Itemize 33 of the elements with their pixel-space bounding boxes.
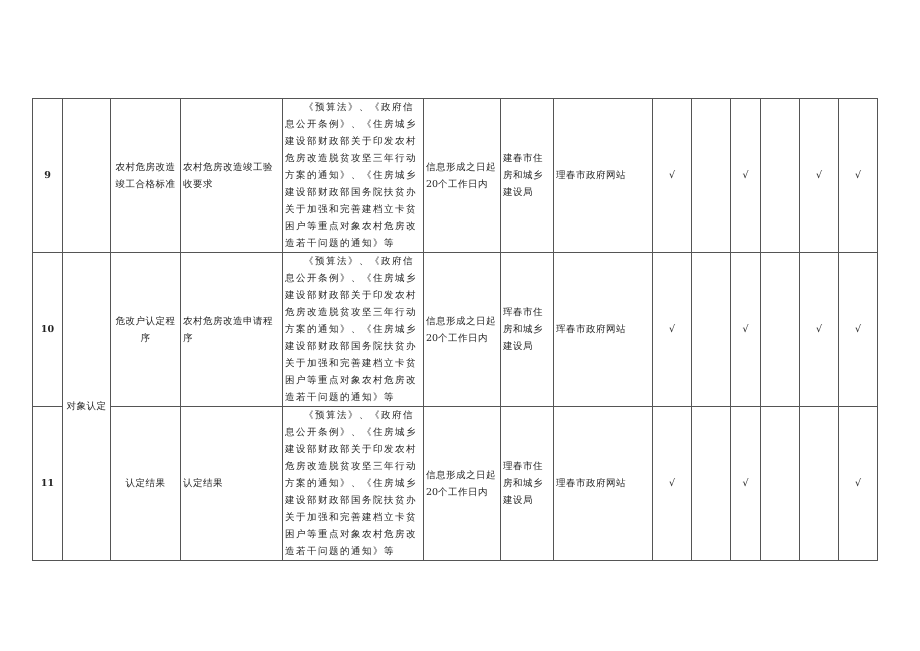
- check-mark: √: [742, 170, 749, 181]
- department-text: 珲春市住房和城乡建设局: [503, 307, 543, 352]
- department-text: 理春市住房和城乡建设局: [503, 461, 543, 506]
- basis-text: 《预算法》、《政府信息公开条例》、《住房城乡建设部财政部关于印发农村危房改造脱贫攻坚三年行动方案的通知》、《住房城乡建设部财政部国务院扶贫办关于加强和完善建档立卡贫困户等重点对象农村危房改造若干问题的通知》等: [285, 102, 417, 249]
- content-text: 农村危房改造竣工验收要求: [183, 162, 273, 190]
- time-limit-text: 信息形成之日起20个工作日内: [426, 470, 496, 498]
- row-number: 10: [40, 324, 54, 335]
- department-text: 建春市住房和城乡建设局: [503, 153, 543, 198]
- check-mark: √: [742, 478, 749, 489]
- check-mark: √: [854, 324, 862, 335]
- check-mark: √: [816, 324, 822, 335]
- check-mark: √: [742, 324, 749, 335]
- row-number: 11: [40, 478, 54, 489]
- check-mark: √: [668, 170, 676, 181]
- time-limit-text: 信息形成之日起20个工作日内: [426, 162, 496, 190]
- check-mark: √: [668, 324, 676, 335]
- check-mark: √: [668, 478, 676, 489]
- item-text: 农村危房改造竣工合格标准: [116, 162, 176, 190]
- time-limit-text: 信息形成之日起20个工作日内: [426, 316, 496, 344]
- channel-text: 珲春市政府网站: [556, 324, 626, 335]
- check-mark: √: [816, 170, 822, 181]
- basis-text: 《预算法》、《政府信息公开条例》、《住房城乡建设部财政部关于印发农村危房改造脱贫攻坚三年行动方案的通知》、《住房城乡建设部财政部国务院扶贫办关于加强和完善建档立卡贫困户等重点对象农村危房改造若干问题的通知》等: [285, 256, 417, 403]
- channel-text: 理春市政府网站: [556, 478, 626, 489]
- content-text: 农村危房改造申请程序: [183, 316, 273, 344]
- item-text: 认定结果: [126, 478, 166, 489]
- channel-text: 理春市政府网站: [556, 170, 626, 181]
- check-mark: √: [854, 170, 862, 181]
- category-text: 对象认定: [66, 401, 106, 412]
- item-text: 危改户认定程序: [116, 316, 176, 344]
- row-number: 9: [44, 170, 51, 181]
- content-text: 认定结果: [183, 478, 223, 489]
- check-mark: √: [854, 478, 862, 489]
- basis-text: 《预算法》、《政府信息公开条例》、《住房城乡建设部财政部关于印发农村危房改造脱贫攻坚三年行动方案的通知》、《住房城乡建设部财政部国务院扶贫办关于加强和完善建档立卡贫困户等重点对象农村危房改造若干问题的通知》等: [285, 410, 417, 557]
